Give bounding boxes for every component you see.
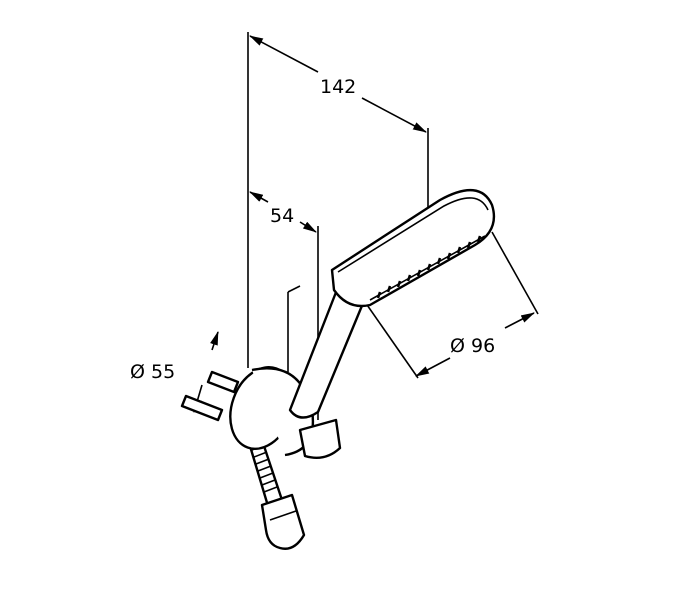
- wall-pins: [180, 370, 240, 422]
- dimension-diameter-55: Ø 55: [130, 331, 219, 413]
- shower-handle: [288, 280, 368, 419]
- dimension-label-diameter-55: Ø 55: [130, 361, 175, 383]
- dimension-label-diameter-96: Ø 96: [450, 335, 495, 357]
- dimension-142: 142: [249, 35, 427, 133]
- dimension-label-142: 142: [320, 76, 356, 98]
- hose: [248, 438, 306, 550]
- wall-bracket: [229, 366, 342, 459]
- dimension-54: 54: [249, 191, 317, 233]
- shower-head: [330, 188, 496, 308]
- dimension-diameter-96: Ø 96: [415, 312, 535, 377]
- dimension-label-54: 54: [270, 205, 294, 227]
- extension-lines: [247, 32, 539, 420]
